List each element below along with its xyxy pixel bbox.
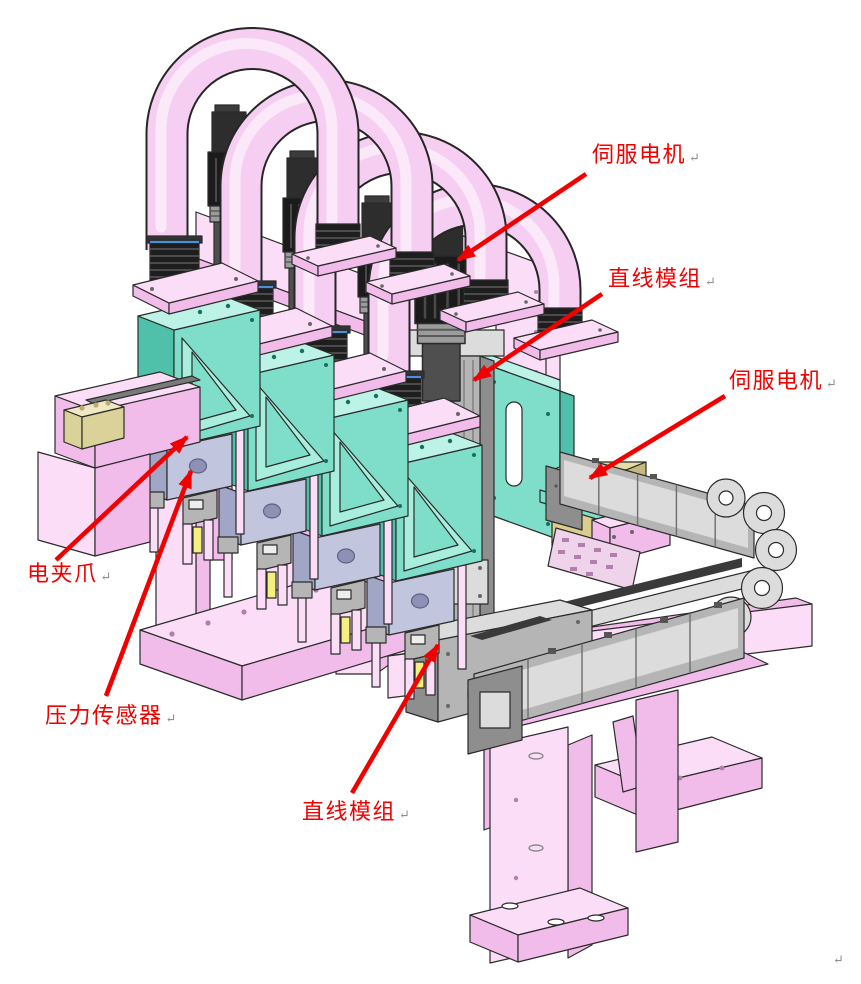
perforated-plate <box>547 527 641 591</box>
callout-label-electric-gripper: 电夹爪↵ <box>27 561 111 586</box>
callout-text: 电夹爪 <box>27 561 98 586</box>
paragraph-return-mark: ↵ <box>165 711 177 726</box>
paragraph-return-mark: ↵ <box>826 376 837 391</box>
callout-arrow-linear-module-vertical <box>472 292 604 382</box>
callout-arrow-linear-module-horizontal <box>350 643 440 795</box>
paragraph-return-mark: ↵ <box>689 150 700 165</box>
callout-label-pressure-sensor: 压力传感器↵ <box>45 703 176 728</box>
paragraph-return-mark: ↵ <box>399 807 410 822</box>
callout-text: 伺服电机 <box>729 368 824 393</box>
callout-label-servo-motor-top: 伺服电机↵ <box>592 142 700 167</box>
callout-arrow-pressure-sensor <box>103 469 194 697</box>
cream-block <box>63 399 125 450</box>
spindle-unit-1 <box>132 27 397 565</box>
callout-arrow-electric-gripper <box>54 435 189 562</box>
callout-arrow-servo-motor-right <box>588 394 727 480</box>
callout-label-linear-module-horizontal: 直线模组↵ <box>302 799 410 824</box>
callout-arrows <box>54 172 727 795</box>
callout-text: 直线模组 <box>302 799 397 824</box>
cable-drag-chain <box>467 451 798 755</box>
paragraph-return-mark: ↵ <box>833 952 844 967</box>
callout-text: 直线模组 <box>608 266 703 291</box>
callout-text: 压力传感器 <box>45 703 163 728</box>
callout-label-servo-motor-right: 伺服电机↵ <box>729 368 837 393</box>
callout-label-linear-module-vertical: 直线模组↵ <box>608 266 716 291</box>
paragraph-return-mark: ↵ <box>100 569 112 584</box>
callout-text: 伺服电机 <box>592 142 687 167</box>
callout-arrow-servo-motor-top <box>456 172 588 262</box>
paragraph-return-mark: ↵ <box>705 274 716 289</box>
